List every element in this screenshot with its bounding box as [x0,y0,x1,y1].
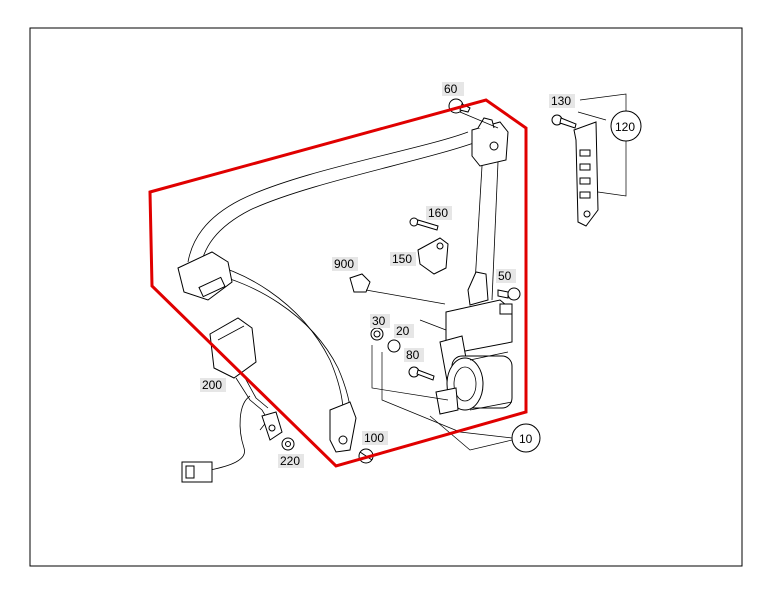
callout-130[interactable]: 130 [549,94,575,108]
callout-20-text: 20 [396,324,410,338]
callout-200[interactable]: 200 [200,378,226,392]
belt-webbing[interactable] [177,131,483,453]
callout-900[interactable]: 900 [332,257,358,271]
callout-900-text: 900 [334,257,354,271]
callout-60-text: 60 [444,82,458,96]
callout-200-text: 200 [202,378,222,392]
hardware-nut-220[interactable] [281,437,295,451]
callout-220[interactable]: 220 [278,454,304,468]
belt-buckle[interactable] [181,317,283,483]
cover-900[interactable] [349,273,371,293]
callout-50-text: 50 [498,269,512,283]
callout-220-text: 220 [280,454,300,468]
belt-retractor[interactable] [435,299,513,415]
callout-20[interactable]: 20 [394,324,414,338]
callout-30[interactable]: 30 [370,314,390,328]
callout-150[interactable]: 150 [390,252,416,266]
callout-150-text: 150 [392,252,412,266]
leader-lines [365,93,627,451]
callout-100-text: 100 [364,431,384,445]
callout-100[interactable]: 100 [362,431,388,445]
callout-80[interactable]: 80 [404,348,424,362]
hardware-nut-30[interactable] [370,327,384,341]
hardware-bolt-80[interactable] [408,366,435,381]
callout-10[interactable]: 10 [511,423,541,453]
callout-160[interactable]: 160 [426,206,452,220]
hardware-bolt-50[interactable] [497,287,521,301]
callout-130-text: 130 [551,94,571,108]
highlight-outline [148,98,528,468]
callout-80-text: 80 [406,348,420,362]
callout-120-text: 120 [615,120,635,134]
bracket-150[interactable] [417,237,449,275]
callout-10-text: 10 [519,432,533,446]
upper-belt-guide[interactable] [467,117,509,306]
callout-30-text: 30 [372,314,386,328]
callout-120[interactable]: 120 [610,110,642,142]
callout-50[interactable]: 50 [496,269,516,283]
hardware-bolt-160[interactable] [409,217,439,231]
callout-160-text: 160 [428,206,448,220]
cap-20[interactable] [387,339,401,353]
callout-60[interactable]: 60 [442,82,464,96]
height-adjuster-rail[interactable] [551,114,599,227]
diagram-frame [29,27,743,567]
